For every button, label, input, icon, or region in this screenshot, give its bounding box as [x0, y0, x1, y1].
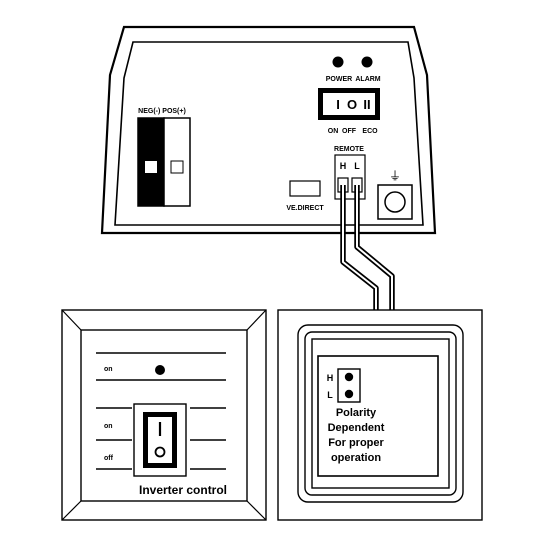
- remote-connector[interactable]: H L: [334, 154, 366, 200]
- terminal-h-label: H: [327, 373, 334, 383]
- inverter-control-panel: on on off Inverter control: [61, 309, 267, 521]
- note-line-2: Dependent: [328, 422, 385, 434]
- switch-off-label-remote: off: [104, 455, 114, 462]
- switch-glyph-eco: II: [363, 97, 370, 112]
- switch-off-label: OFF: [342, 128, 357, 135]
- indicator-on-label: on: [104, 366, 113, 373]
- neg-terminal-screw: [145, 161, 157, 173]
- power-led: [332, 56, 344, 68]
- switch-on-label-remote: on: [104, 423, 113, 430]
- terminal-h-screw: [344, 372, 354, 382]
- note-line-1: Polarity: [336, 407, 377, 419]
- switch-glyph-on: I: [336, 97, 340, 112]
- ve-direct-port[interactable]: [289, 180, 321, 197]
- note-line-3: For proper: [328, 437, 384, 449]
- ve-direct-label: VE.DIRECT: [286, 205, 324, 212]
- remote-l-label: L: [354, 161, 360, 171]
- ground-icon: ⏚: [389, 169, 401, 183]
- battery-terminal-label: NEG(-) POS(+): [138, 108, 186, 115]
- switch-glyph-off: O: [347, 97, 357, 112]
- terminal-l-screw: [344, 389, 354, 399]
- remote-terminal-panel: H L Polarity Dependent For proper operat…: [277, 309, 483, 521]
- alarm-led: [361, 56, 373, 68]
- remote-label: REMOTE: [334, 146, 364, 153]
- indicator-led: [155, 365, 165, 375]
- terminal-l-label: L: [327, 390, 333, 400]
- remote-h-label: H: [340, 161, 347, 171]
- note-line-4: operation: [331, 452, 381, 464]
- battery-terminal-block[interactable]: [137, 117, 191, 207]
- inverter-on-off-switch[interactable]: [133, 403, 187, 477]
- remote-terminal-block[interactable]: [337, 368, 361, 403]
- ground-stud[interactable]: [377, 184, 413, 220]
- inverter-unit: POWER ALARM I O II ON OFF ECO NEG(-) POS…: [100, 25, 437, 235]
- pos-terminal-screw: [170, 160, 184, 174]
- power-label: POWER: [326, 76, 352, 83]
- switch-eco-label: ECO: [362, 128, 378, 135]
- switch-on-label: ON: [328, 128, 339, 135]
- alarm-label: ALARM: [355, 76, 380, 83]
- mode-switch[interactable]: I O II: [318, 88, 380, 120]
- inverter-control-caption: Inverter control: [139, 483, 227, 497]
